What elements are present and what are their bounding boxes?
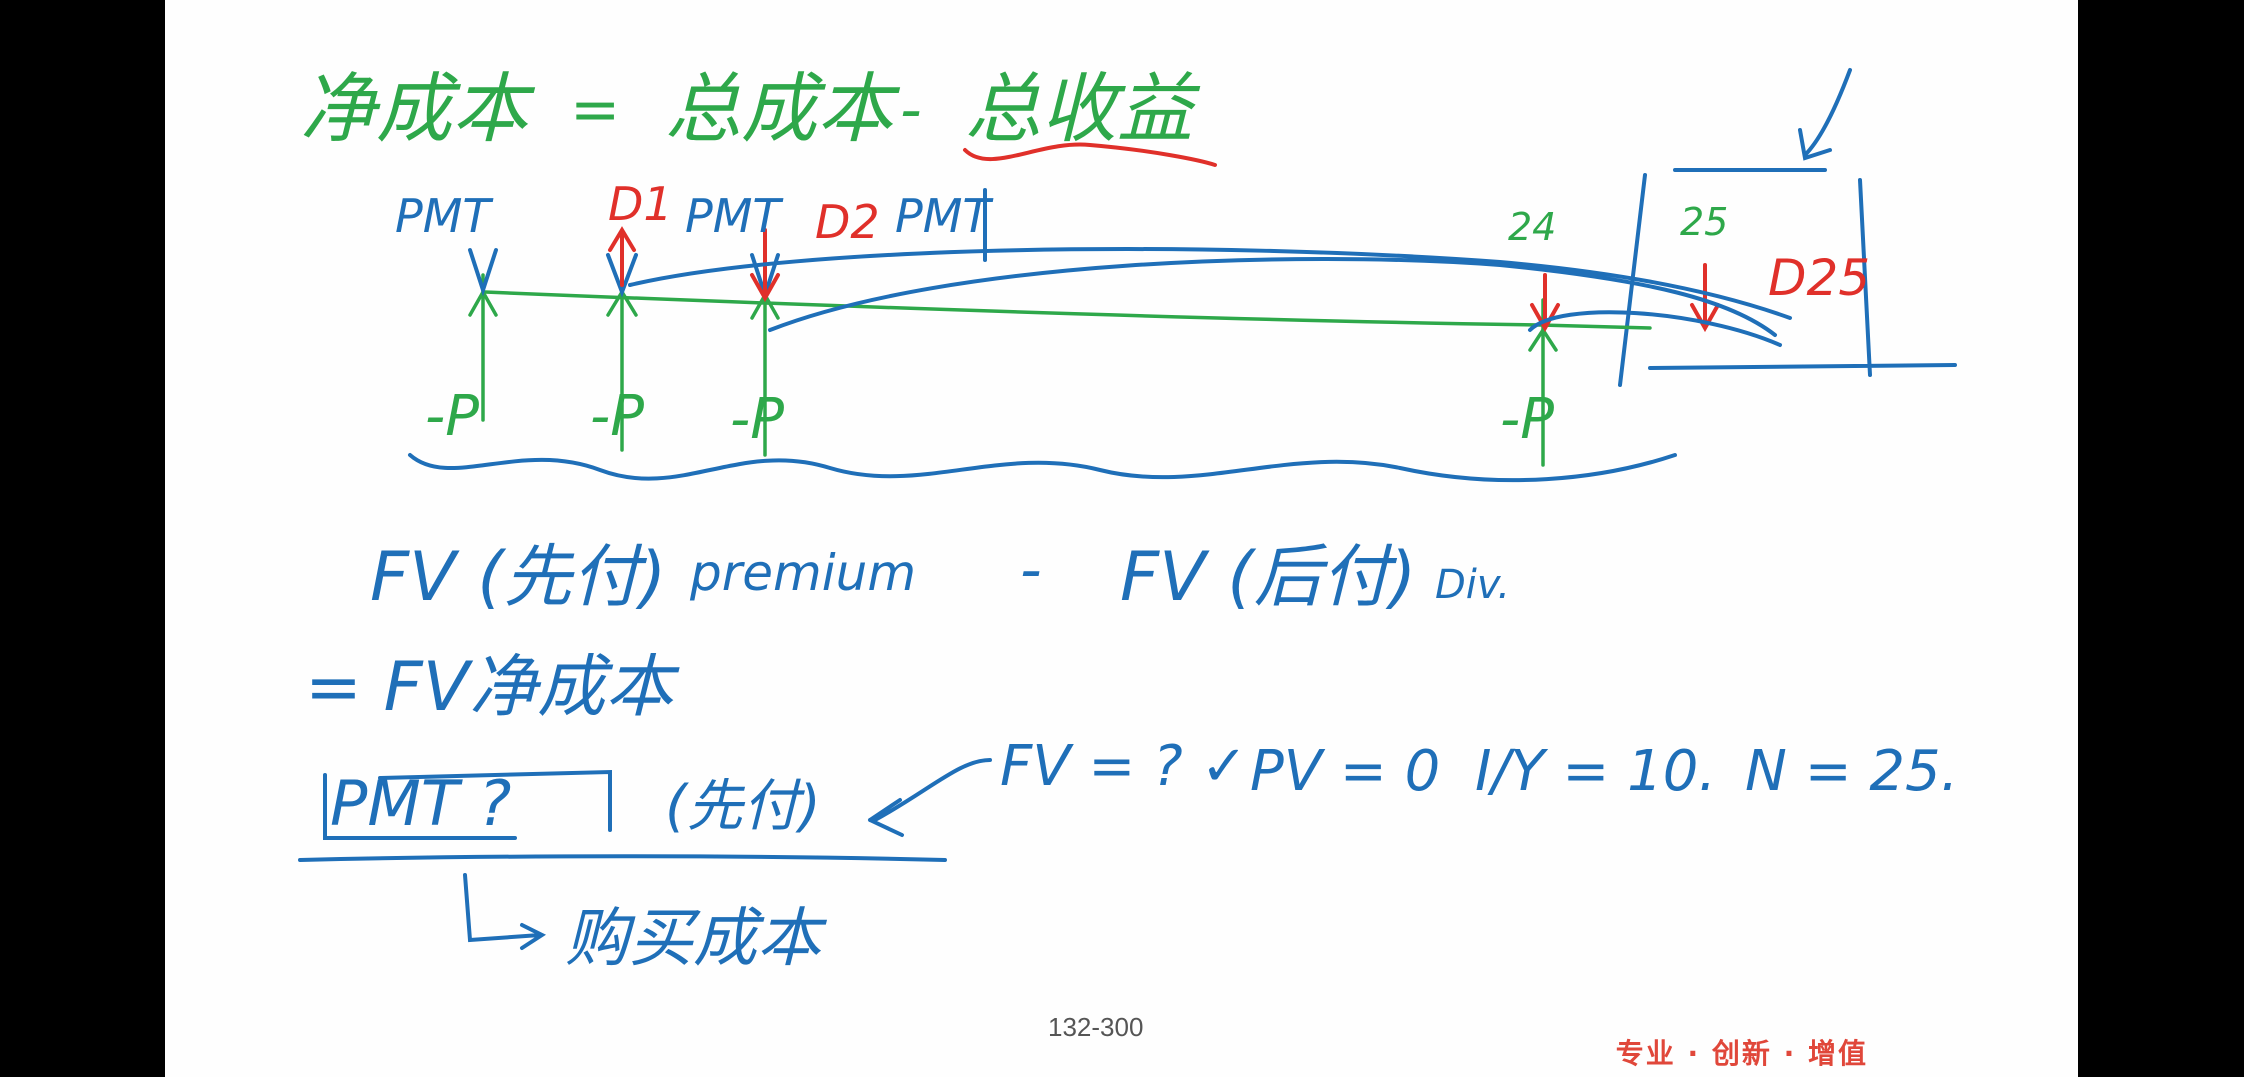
compounding-arcs bbox=[628, 247, 1792, 347]
timeline-line bbox=[483, 290, 1652, 330]
label-d1: D1 bbox=[608, 177, 673, 231]
title-net-cost: 净成本 bbox=[300, 64, 536, 153]
pointer-arrow bbox=[1798, 68, 1852, 161]
red-underline bbox=[963, 142, 1217, 167]
cash-flow-timeline: PMT D1 PMT D2 PMT 24 25 D25 -P -P -P -P bbox=[395, 177, 1870, 483]
fv-ordinary: FV (后付) bbox=[1120, 538, 1416, 617]
input-pv: PV = 0 bbox=[1250, 739, 1440, 804]
label-pmt-0: PMT bbox=[395, 189, 494, 243]
label-pmt-1: PMT bbox=[685, 189, 784, 243]
label-d2: D2 bbox=[815, 195, 880, 249]
premium-label: premium bbox=[689, 544, 916, 602]
fv-net-cost: = FV净成本 bbox=[305, 648, 680, 727]
timeline-ticks bbox=[481, 273, 1545, 467]
left-arrow bbox=[868, 758, 992, 837]
label-period-24: 24 bbox=[1508, 205, 1556, 249]
pmt-box bbox=[323, 769, 612, 840]
label-minus-p-3: -P bbox=[1500, 387, 1554, 452]
page-number: 132-300 bbox=[1048, 1012, 1144, 1042]
title-equation: 净成本 = 总成本 - 总收益 bbox=[300, 64, 1217, 167]
label-minus-p-0: -P bbox=[425, 384, 479, 449]
label-minus-p-2: -P bbox=[730, 387, 784, 452]
label-period-25: 25 bbox=[1680, 200, 1728, 244]
brand-slogan: 专业 · 创新 · 增值 bbox=[1615, 1037, 1868, 1070]
pmt-calculation: PMT ? (先付) FV = ? ✓ PV = 0 I/Y = 10. N =… bbox=[298, 734, 1958, 976]
wavy-brace bbox=[408, 453, 1677, 483]
label-d25: D25 bbox=[1768, 249, 1870, 307]
title-equals: = bbox=[570, 75, 620, 145]
input-iy: I/Y = 10. bbox=[1475, 739, 1716, 804]
pmt-question: PMT ? bbox=[330, 767, 511, 840]
div-label: Div. bbox=[1435, 562, 1510, 608]
whiteboard-slide bbox=[165, 0, 2078, 1077]
annuity-due-note: (先付) bbox=[665, 774, 821, 839]
purchase-cost: 购买成本 bbox=[565, 902, 828, 976]
formula-fv-difference: FV (先付) premium - FV (后付) Div. bbox=[370, 535, 1510, 617]
title-total-cost: 总成本 bbox=[665, 64, 901, 153]
title-minus: - bbox=[900, 75, 922, 145]
label-minus-p-1: -P bbox=[590, 384, 644, 449]
input-n: N = 25. bbox=[1745, 739, 1958, 804]
formula-minus: - bbox=[1020, 535, 1042, 605]
underline bbox=[298, 854, 947, 862]
input-fv: FV = ? ✓ bbox=[1000, 734, 1248, 799]
corner-arrow bbox=[463, 873, 547, 950]
label-pmt-2: PMT bbox=[895, 189, 994, 243]
title-total-income: 总收益 bbox=[965, 64, 1201, 153]
fv-annuity-due: FV (先付) bbox=[370, 538, 666, 617]
